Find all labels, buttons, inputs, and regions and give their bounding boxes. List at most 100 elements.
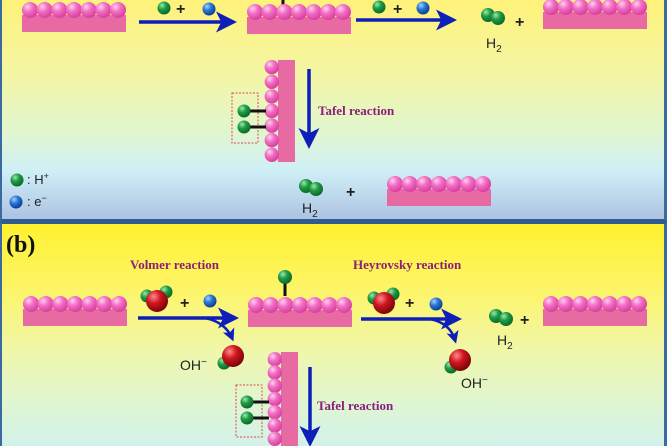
surface-atom [616, 295, 633, 312]
catalyst-regenerated-substrate [387, 189, 491, 206]
adsorbed-h-atom [240, 395, 254, 409]
surface-atom [586, 0, 604, 15]
surface-atom [460, 175, 477, 193]
electron-icon [416, 1, 430, 15]
catalyst-start-substrate [23, 309, 127, 326]
surface-atom [36, 1, 53, 18]
catalyst-h-adsorbed-substrate [247, 17, 351, 34]
surface-atom [557, 295, 574, 312]
proton-icon [372, 0, 386, 14]
surface-atom [543, 0, 560, 15]
legend-proton-label: : H+ [27, 171, 49, 187]
plus-sign: + [515, 14, 524, 31]
surface-atom [601, 295, 618, 312]
surface-atom [267, 405, 282, 420]
surface-atom [95, 1, 112, 18]
heyrovsky-reaction-label: Heyrovsky reaction [353, 257, 462, 272]
surface-atom [277, 296, 294, 313]
surface-atom [66, 295, 84, 312]
surface-atom [267, 391, 282, 407]
surface-atom [37, 295, 54, 312]
surface-atom [401, 175, 418, 193]
catalyst-start-substrate [22, 15, 126, 32]
surface-atom [630, 295, 647, 312]
surface-atom [321, 296, 338, 313]
surface-atom [572, 0, 589, 15]
proton-icon [157, 1, 171, 15]
surface-atom [601, 0, 618, 15]
surface-atom [306, 296, 323, 313]
hydroxide-label: OH− [461, 375, 488, 391]
surface-atom [248, 296, 265, 313]
surface-atom [262, 296, 279, 313]
surface-atom [23, 295, 40, 312]
water-o-atom [146, 290, 168, 312]
hydroxide-o-atom [449, 349, 471, 371]
plus-sign: + [393, 1, 402, 18]
volmer-hydroxide-arrow [204, 316, 235, 342]
h2-atom [309, 182, 323, 196]
panel-a-acidic [0, 0, 667, 222]
electron-icon [202, 2, 216, 16]
surface-atom [572, 295, 589, 312]
surface-atom [52, 295, 69, 312]
panel-b-alkaline [0, 222, 667, 446]
volmer-reaction-label: Volmer reaction [130, 257, 220, 272]
adsorbed-h-box [231, 92, 259, 144]
surface-atom [264, 118, 279, 133]
panel-b-tag: (b) [6, 232, 35, 258]
surface-atom [291, 296, 309, 313]
surface-atom [267, 431, 282, 446]
surface-atom [109, 1, 126, 18]
surface-atom [430, 175, 448, 193]
plus-sign: + [520, 312, 529, 329]
water-o-atom [373, 292, 395, 314]
surface-atom [264, 147, 279, 162]
surface-atom [51, 1, 68, 18]
plus-sign: + [180, 295, 189, 312]
plus-sign: + [176, 1, 185, 18]
tafel-reaction-label: Tafel reaction [318, 103, 395, 118]
surface-atom [305, 3, 322, 20]
legend-electron-label: : e− [27, 193, 47, 209]
catalyst-regenerated-substrate [543, 12, 647, 29]
catalyst-vertical-substrate [281, 352, 298, 446]
adsorbed-h-atom [240, 411, 254, 425]
surface-atom [80, 1, 97, 18]
surface-atom [22, 1, 39, 18]
adsorbed-h-atom [237, 104, 251, 118]
electron-sphere-icon [9, 195, 23, 209]
adsorbed-h-atom [237, 120, 251, 134]
surface-atom [261, 3, 278, 20]
surface-atom [264, 103, 279, 119]
surface-atom [387, 175, 404, 193]
electron-icon [429, 297, 443, 311]
surface-atom [267, 352, 282, 367]
hydroxide-o-atom [222, 345, 244, 367]
surface-atom [267, 365, 282, 380]
surface-atom [543, 295, 560, 312]
surface-atom [264, 59, 279, 75]
surface-atom [247, 3, 264, 20]
surface-atom [586, 295, 604, 312]
plus-sign: + [405, 295, 414, 312]
adsorbed-h-box [235, 384, 263, 438]
surface-atom [264, 133, 279, 148]
surface-atom [320, 3, 337, 20]
surface-atom [264, 89, 279, 104]
surface-atom [267, 378, 282, 393]
h2-label: H2 [302, 200, 318, 220]
surface-atom [290, 3, 308, 20]
h2-atom [491, 11, 505, 25]
tafel-reaction-label: Tafel reaction [317, 398, 394, 413]
catalyst-h-adsorbed-substrate [248, 310, 352, 327]
surface-atom [267, 418, 282, 433]
surface-atom [630, 0, 647, 15]
surface-atom [81, 295, 98, 312]
heyrovsky-hydroxide-arrow [429, 317, 459, 344]
electron-icon [203, 294, 217, 308]
surface-atom [334, 3, 351, 20]
surface-atom [557, 0, 574, 15]
hydroxide-label: OH− [180, 357, 207, 373]
